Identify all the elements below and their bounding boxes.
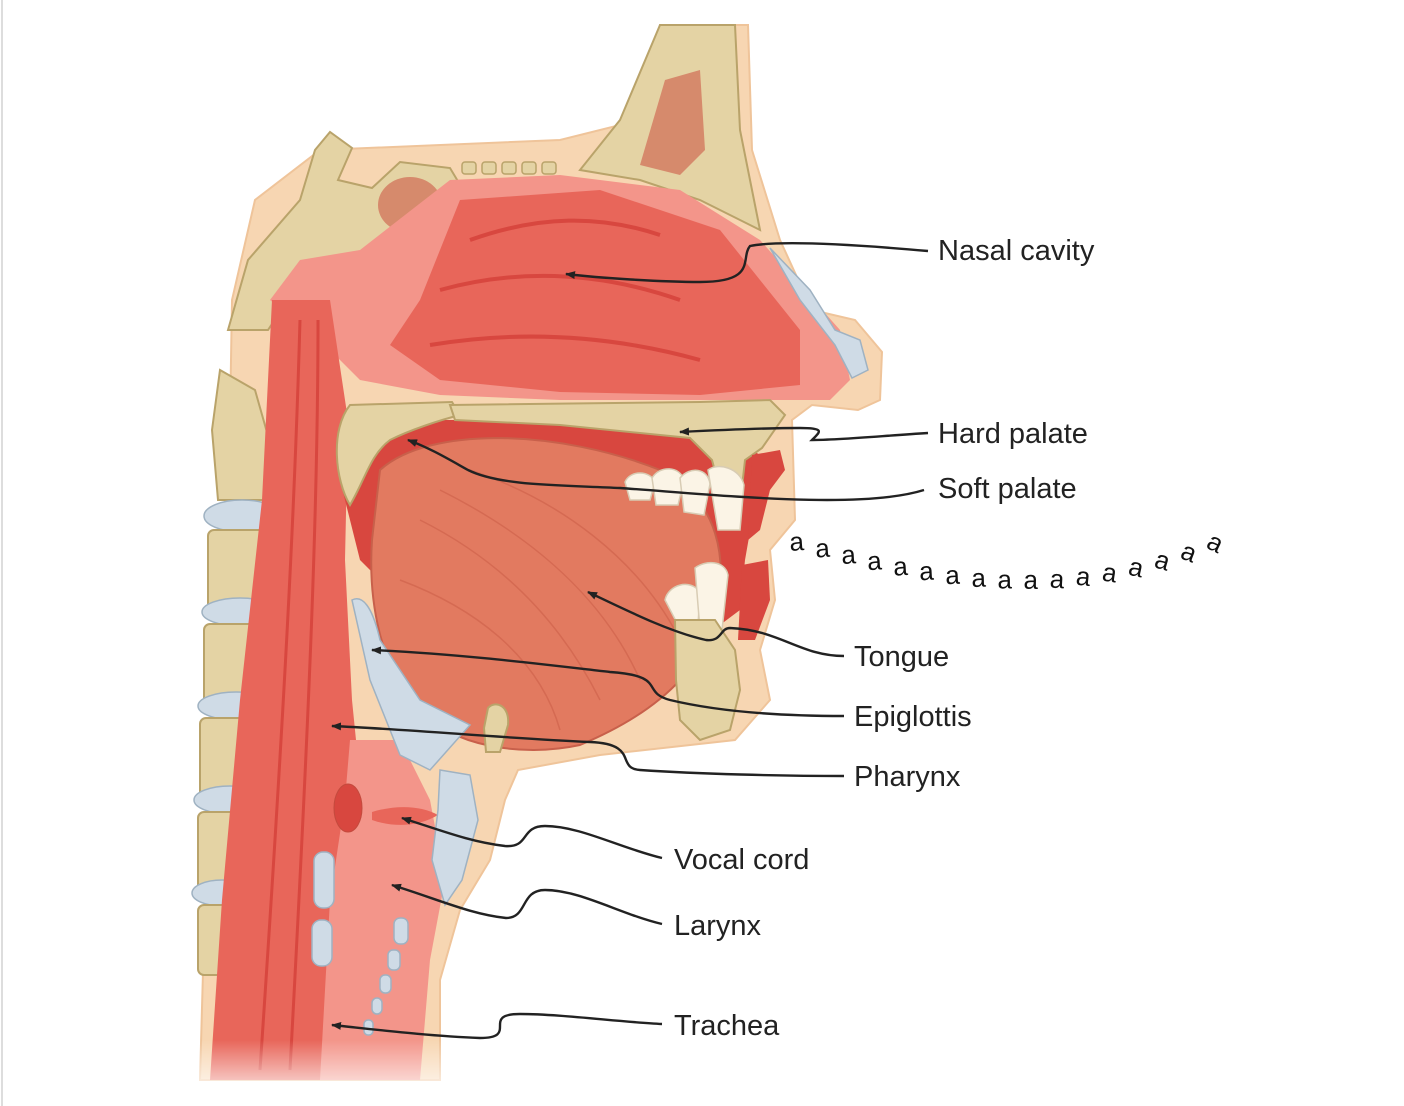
frontal-sinus [640,70,705,175]
tongue-muscle-fibers [399,469,681,731]
nasal-turbinate-lines [429,218,701,362]
nasal-conchae [390,190,800,395]
sound-letter: a [1177,535,1202,568]
sound-letter: a [1100,557,1119,589]
leader-trachea [331,1012,663,1040]
label-tongue: Tongue [854,641,949,673]
nose-cartilage [769,247,869,380]
leader-epiglottis [371,646,845,718]
bottom-fade [180,1040,480,1106]
tracheal-rings [311,851,409,1036]
label-larynx: Larynx [674,910,762,942]
sound-letter: a [1202,526,1229,560]
label-pharynx: Pharynx [854,761,961,793]
hyoid-bone [482,703,510,753]
sound-letter: a [1023,565,1039,595]
leader-pharynx [331,722,845,778]
label-nasal-cavity: Nasal cavity [938,235,1095,267]
sound-letter: a [840,539,857,570]
leader-hard-palate [679,426,929,442]
soft-palate-shape [335,400,462,507]
sound-letter: a [1151,544,1174,577]
ventricle-space [333,783,363,833]
label-hard-palate: Hard palate [938,418,1088,450]
leader-lines [331,242,929,1040]
leader-larynx [391,883,663,926]
leader-nasal-cavity [565,242,929,284]
label-soft-palate: Soft palate [938,473,1077,505]
upper-lip [748,450,785,540]
label-trachea: Trachea [674,1010,780,1042]
thyroid-cartilage [431,769,479,907]
sound-letter: a [918,556,935,587]
sound-letter: a [866,545,883,576]
label-vocal-cord: Vocal cord [674,844,809,876]
sound-letter: a [1075,561,1093,592]
leader-vocal-cord [401,816,663,860]
label-epiglottis: Epiglottis [854,701,972,733]
sound-letter: a [945,560,961,591]
sound-letter: a [788,526,805,557]
sound-letter: a [1049,564,1066,595]
epiglottis-shape [351,598,472,771]
lower-lip [738,560,770,640]
vocal-cord-shape [372,807,438,825]
sound-letter: a [997,564,1012,594]
sound-letter: a [892,551,909,582]
leader-tongue [587,590,845,658]
cribriform-plate [461,161,557,175]
leader-soft-palate [407,438,925,502]
pharynx-wall-lines [258,319,320,1071]
sound-letter: a [971,563,987,593]
sound-letter: a [814,533,831,564]
sound-letter: a [1126,551,1147,583]
